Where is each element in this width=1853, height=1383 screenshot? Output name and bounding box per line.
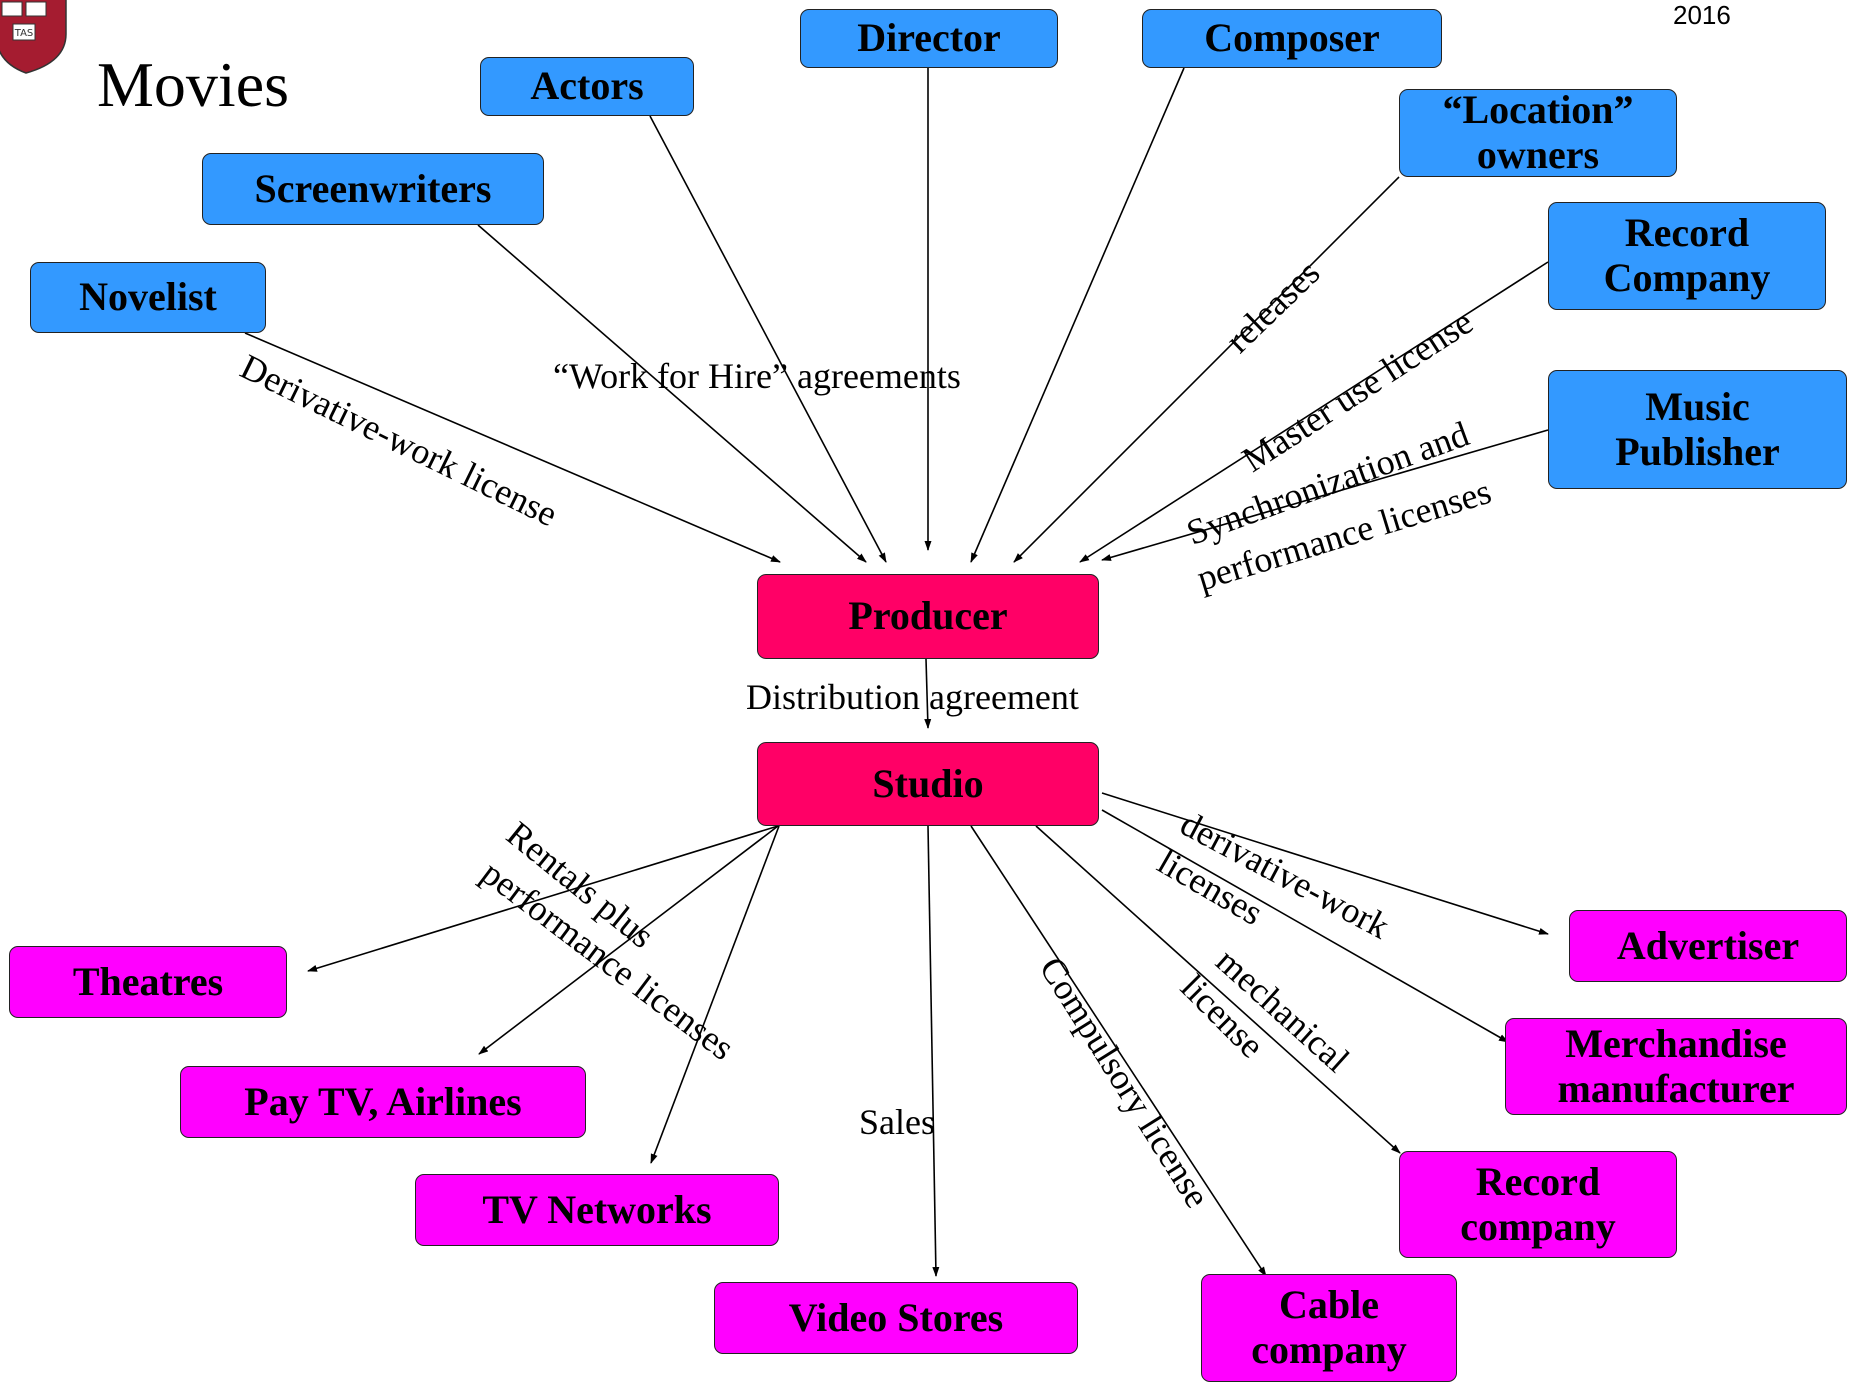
edge-studio-videostores <box>927 825 940 1277</box>
edge-novelist-producer <box>244 332 781 563</box>
edge-screenwriters-producer <box>477 224 867 563</box>
node-music-publisher-label: Music Publisher <box>1615 383 1780 474</box>
node-advertiser-label: Advertiser <box>1616 922 1800 968</box>
node-studio: Studio <box>757 742 1099 826</box>
svg-text:TAS: TAS <box>14 28 34 39</box>
edge-studio-cable <box>970 825 1267 1277</box>
node-video-stores: Video Stores <box>714 1282 1078 1354</box>
edge-producer-studio <box>924 658 932 729</box>
edge-studio-advertiser <box>1101 792 1549 935</box>
node-cable-company: Cable company <box>1201 1274 1457 1382</box>
node-director-label: Director <box>857 15 1001 61</box>
node-video-stores-label: Video Stores <box>788 1294 1004 1340</box>
node-screenwriters: Screenwriters <box>202 153 544 225</box>
edge-studio-theatres <box>307 825 779 972</box>
node-director: Director <box>800 9 1058 68</box>
edge-recordco-producer <box>1079 261 1549 563</box>
edge-studio-merch <box>1101 809 1509 1043</box>
label-work-for-hire: “Work for Hire” agreements <box>553 356 961 396</box>
node-merchandise-label: Merchandise manufacturer <box>1557 1020 1795 1111</box>
page-title: Movies <box>97 49 289 120</box>
node-merchandise-manufacturer: Merchandise manufacturer <box>1505 1018 1847 1115</box>
year-label: 2016 <box>1673 0 1731 30</box>
edge-studio-paytv <box>478 825 779 1055</box>
node-producer-label: Producer <box>848 593 1008 639</box>
node-studio-label: Studio <box>872 760 984 806</box>
shield-logo-icon: TAS <box>0 0 67 74</box>
node-novelist: Novelist <box>30 262 266 333</box>
node-record-company-source-label: Record Company <box>1603 210 1771 300</box>
label-sales: Sales <box>859 1102 935 1142</box>
node-novelist-label: Novelist <box>79 274 217 320</box>
node-cable-company-label: Cable company <box>1251 1282 1407 1372</box>
label-distribution-agreement: Distribution agreement <box>746 677 1079 717</box>
edge-studio-tvnetworks <box>650 825 780 1164</box>
node-advertiser: Advertiser <box>1569 910 1847 982</box>
node-record-company-source: Record Company <box>1548 202 1826 310</box>
node-theatres-label: Theatres <box>72 958 224 1004</box>
node-tv-networks-label: TV Networks <box>482 1186 712 1232</box>
node-theatres: Theatres <box>9 946 287 1018</box>
node-producer: Producer <box>757 574 1099 659</box>
edge-musicpub-producer <box>1101 429 1549 561</box>
edge-actors-producer <box>649 115 887 563</box>
node-actors-label: Actors <box>530 63 644 109</box>
edge-studio-recordco <box>1035 825 1401 1154</box>
node-screenwriters-label: Screenwriters <box>254 165 492 211</box>
node-record-company-outlet: Record company <box>1399 1151 1677 1258</box>
node-composer-label: Composer <box>1204 15 1380 61</box>
node-record-company-outlet-label: Record company <box>1460 1158 1616 1249</box>
node-composer: Composer <box>1142 9 1442 68</box>
node-actors: Actors <box>480 57 694 116</box>
node-location-owners-label: “Location” owners <box>1442 87 1634 177</box>
node-tv-networks: TV Networks <box>415 1174 779 1246</box>
node-location-owners: “Location” owners <box>1399 87 1677 177</box>
edge-location-producer <box>1013 176 1400 563</box>
node-music-publisher: Music Publisher <box>1548 370 1847 489</box>
node-pay-tv-airlines: Pay TV, Airlines <box>180 1066 586 1138</box>
edge-composer-producer <box>970 67 1185 563</box>
node-pay-tv-label: Pay TV, Airlines <box>244 1078 522 1124</box>
